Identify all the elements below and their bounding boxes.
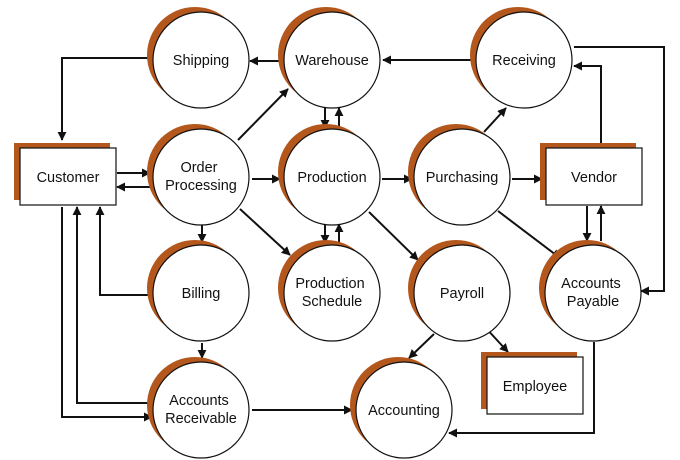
- process-accounts-payable-label: Accounts Payable: [561, 276, 625, 310]
- process-accounts-receivable-label: Accounts Receivable: [165, 393, 237, 427]
- process-shipping-label: Shipping: [173, 53, 229, 69]
- edges: [57, 46, 665, 438]
- edge-purchasing-to-receiving: [483, 107, 507, 133]
- entity-customer: Customer: [14, 143, 117, 206]
- edge-payable-to-accounting: [448, 342, 595, 438]
- process-production-schedule-line2: Schedule: [302, 294, 362, 310]
- entity-vendor: Vendor: [540, 143, 643, 206]
- edge-shipping-to-customer: [57, 57, 152, 141]
- process-production: Production: [278, 124, 381, 226]
- entity-employee: Employee: [481, 352, 584, 415]
- process-order-processing: Order Processing: [147, 124, 250, 226]
- process-production-schedule-line1: Production: [295, 276, 364, 292]
- process-payroll-label: Payroll: [440, 286, 484, 302]
- process-order-processing-line1: Order: [180, 160, 217, 176]
- edge-production-to-payroll: [368, 211, 419, 261]
- process-accounts-payable-line2: Payable: [567, 294, 619, 310]
- process-order-processing-label: Order Processing: [165, 160, 237, 194]
- process-order-processing-line2: Processing: [165, 178, 237, 194]
- process-warehouse: Warehouse: [278, 7, 381, 109]
- process-billing: Billing: [147, 240, 250, 342]
- edge-receivable-to-customer: [72, 206, 152, 404]
- process-warehouse-label: Warehouse: [295, 53, 369, 69]
- edge-order-to-warehouse: [237, 88, 289, 141]
- process-receiving: Receiving: [470, 7, 573, 109]
- process-shipping: Shipping: [147, 7, 250, 109]
- process-accounts-receivable-line2: Receivable: [165, 411, 237, 427]
- edge-billing-to-customer: [95, 206, 153, 296]
- process-accounts-payable: Accounts Payable: [539, 240, 642, 342]
- process-payroll: Payroll: [408, 240, 511, 342]
- process-accounting-label: Accounting: [368, 403, 440, 419]
- process-billing-label: Billing: [182, 286, 221, 302]
- edge-receiving-to-payable: [574, 46, 665, 296]
- process-production-schedule-label: Production Schedule: [295, 276, 368, 310]
- process-accounts-receivable: Accounts Receivable: [147, 357, 250, 459]
- edge-order-to-schedule: [239, 208, 291, 256]
- entity-customer-label: Customer: [37, 170, 100, 186]
- entity-employee-label: Employee: [503, 379, 567, 395]
- edge-purchasing-to-payable: [497, 210, 561, 259]
- process-production-schedule: Production Schedule: [278, 240, 381, 342]
- process-purchasing: Purchasing: [408, 124, 511, 226]
- process-receiving-label: Receiving: [492, 53, 556, 69]
- process-accounts-receivable-line1: Accounts: [169, 393, 229, 409]
- edge-customer-to-receivable: [61, 207, 153, 422]
- process-purchasing-label: Purchasing: [426, 170, 499, 186]
- process-accounting: Accounting: [350, 357, 453, 459]
- edge-payroll-to-accounting: [408, 333, 435, 359]
- edge-vendor-to-receiving: [573, 61, 602, 143]
- process-accounts-payable-line1: Accounts: [561, 276, 621, 292]
- process-production-label: Production: [297, 170, 366, 186]
- entity-vendor-label: Vendor: [571, 170, 617, 186]
